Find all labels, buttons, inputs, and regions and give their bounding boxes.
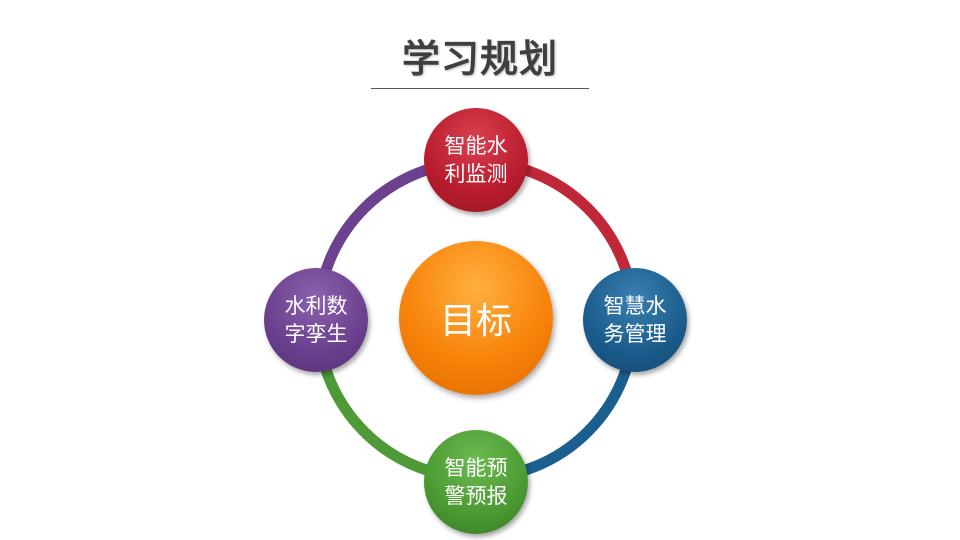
title-underline (371, 88, 589, 89)
node-water-monitoring: 智能水利监测 (424, 108, 528, 212)
center-goal: 目标 (399, 241, 553, 395)
slide-title: 学习规划 (401, 37, 558, 81)
node-water-management: 智慧水务管理 (583, 268, 687, 372)
center-label: 目标 (439, 301, 512, 342)
node-early-warning: 智能预警预报 (424, 430, 528, 534)
node-label: 水利数字孪生 (284, 294, 348, 346)
node-label: 智慧水务管理 (603, 294, 667, 346)
node-label: 智能预警预报 (444, 456, 508, 508)
node-digital-twin: 水利数字孪生 (264, 268, 368, 372)
node-label: 智能水利监测 (444, 134, 508, 186)
